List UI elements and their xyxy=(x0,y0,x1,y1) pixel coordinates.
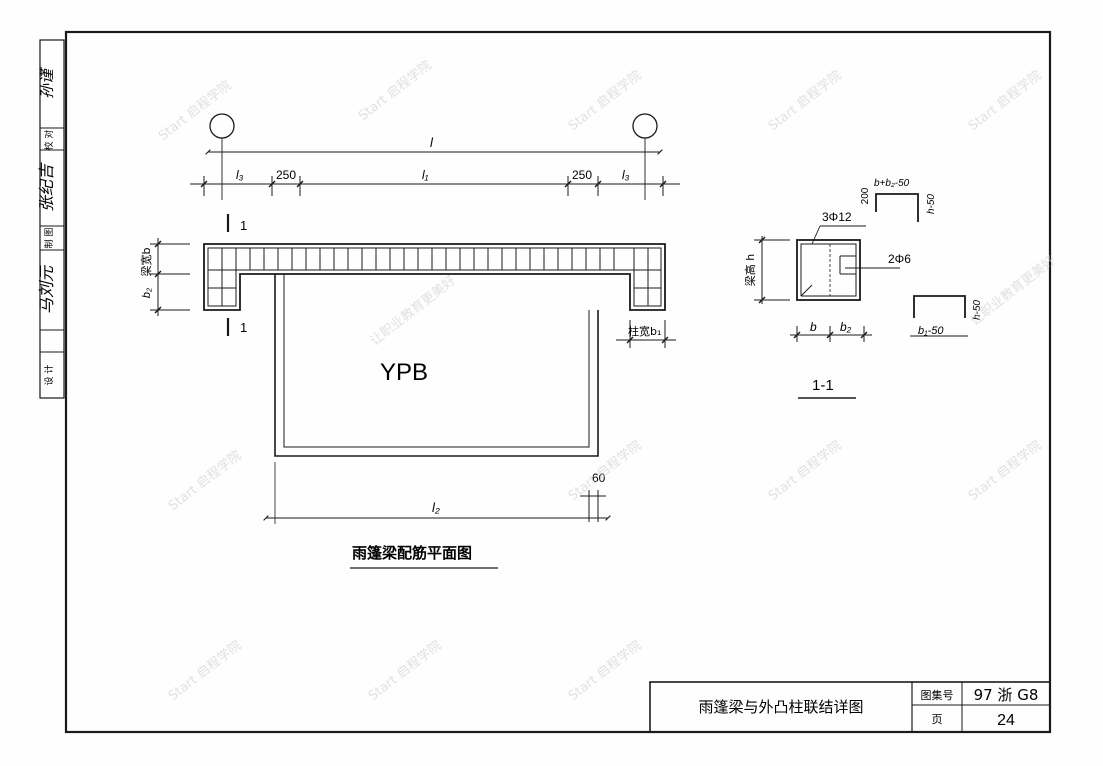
atlas-label: 图集号 xyxy=(921,688,954,702)
b2-label: b₂ xyxy=(141,287,153,298)
side-cell-draw: 制 图 xyxy=(43,228,55,249)
top-bar-label: 3Φ12 xyxy=(822,210,852,224)
dim-b: b xyxy=(810,320,817,334)
atlas-value: 97 浙 G8 xyxy=(974,686,1039,704)
dim-column-width xyxy=(616,320,676,348)
section-1-1 xyxy=(796,239,861,301)
dim-b2: b₂ xyxy=(840,320,852,334)
canopy-slab xyxy=(274,274,599,457)
side-strip xyxy=(39,39,65,399)
dim-l1: l₁ xyxy=(422,168,429,182)
signature-check: 孙谨 xyxy=(38,66,56,99)
dim-250-right: 250 xyxy=(572,168,592,182)
signature-draw: 张纪吉 xyxy=(37,162,56,212)
dim-l3-right: l₃ xyxy=(622,168,630,182)
bent-h50-top-label: h-50 xyxy=(926,194,937,214)
axis-circle-right xyxy=(632,113,658,139)
section-title: 1-1 xyxy=(812,377,834,394)
axis-circle-left xyxy=(209,113,235,139)
bent-200-label: 200 xyxy=(860,187,871,204)
dim-l2: l₂ xyxy=(432,500,440,515)
bent-bar-bottom xyxy=(913,295,966,318)
dim-l3-left: l₃ xyxy=(236,168,244,182)
section-mark-top: 1 xyxy=(240,218,247,233)
signature-design: 马刘元 xyxy=(37,264,56,314)
drawing-frame xyxy=(64,30,1052,734)
title-block xyxy=(649,681,1051,733)
beam-height-label: 梁高 h xyxy=(743,254,757,286)
dim-beam-height xyxy=(754,236,790,304)
beam-width-label: 梁宽b xyxy=(139,247,153,276)
dim-250-left: 250 xyxy=(276,168,296,182)
stirrup-label: 2Φ6 xyxy=(888,252,911,266)
drawing-title: 雨篷梁与外凸柱联结详图 xyxy=(698,698,863,716)
bent-h50-bottom-label: h-50 xyxy=(972,300,983,320)
bent-bar-top xyxy=(875,193,919,222)
page-label: 页 xyxy=(932,713,943,726)
plan-title: 雨篷梁配筋平面图 xyxy=(352,544,472,562)
side-cell-design: 设 计 xyxy=(43,365,55,386)
side-cell-check: 校 对 xyxy=(43,130,55,151)
bent-bottom-label: b₁-50 xyxy=(918,325,944,337)
section-mark-bottom: 1 xyxy=(240,320,247,335)
dim-l: l xyxy=(430,135,434,150)
dim-left-beam xyxy=(150,238,190,316)
stirrup-grid xyxy=(208,248,661,306)
page-value: 24 xyxy=(997,712,1015,729)
dim-section-bottom xyxy=(790,326,872,342)
slab-label: YPB xyxy=(380,359,428,386)
column-width-label: 柱宽b₁ xyxy=(628,324,661,338)
dim-row-2 xyxy=(190,176,680,196)
dim-60-text: 60 xyxy=(592,471,606,485)
bent-top-label: b+b₂-50 xyxy=(874,178,910,189)
